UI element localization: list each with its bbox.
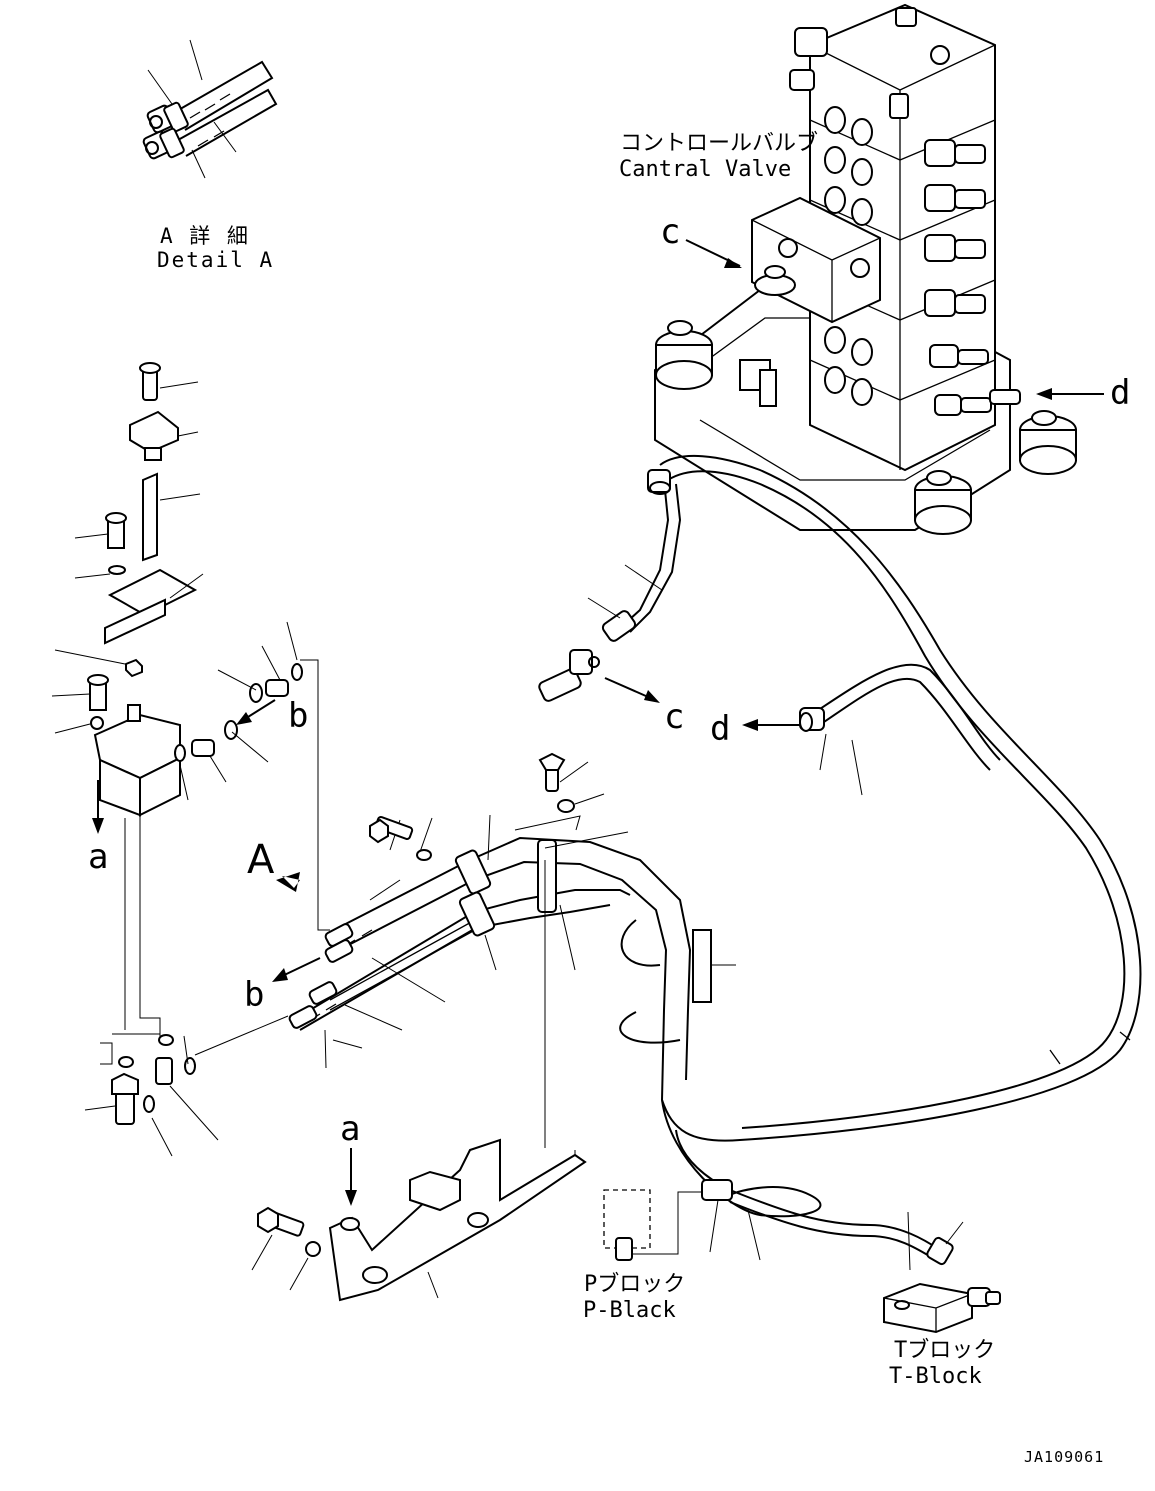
return-hoses xyxy=(619,455,1142,1261)
control-valve-label-en: Cantral Valve xyxy=(619,157,791,182)
ref-c-valve: c xyxy=(660,212,680,252)
detail-a-hose-ends xyxy=(142,39,278,179)
ref-b-upper: b xyxy=(288,696,308,736)
drawing-code: JA109061 xyxy=(1024,1448,1104,1466)
hose-bracket xyxy=(251,860,587,1302)
lower-left-fittings xyxy=(84,810,289,1157)
c-port-fitting xyxy=(538,649,660,703)
detail-a-label-en: Detail A xyxy=(157,248,274,272)
hose-bundle xyxy=(288,814,736,1101)
control-valve-assembly xyxy=(654,3,1077,535)
bundle-clamp-bolts xyxy=(369,752,605,861)
detail-a-label-jp: A 詳 細 xyxy=(160,224,250,248)
t-block-label-jp: Tブロック xyxy=(894,1338,995,1363)
view-a-label: A xyxy=(247,837,275,883)
ref-a-bracket: a xyxy=(340,1109,360,1149)
b-port-fittings xyxy=(174,621,330,931)
t-block xyxy=(883,1282,1001,1334)
p-block-label-jp: Pブロック xyxy=(584,1272,685,1297)
control-valve-label-jp: コントロールバルブ xyxy=(620,131,818,156)
p-block xyxy=(603,1189,702,1261)
ref-b-lower: b xyxy=(244,975,264,1015)
ref-d-valve: d xyxy=(1110,373,1130,413)
t-block-label-en: T-Block xyxy=(889,1364,982,1389)
hose-end-fittings xyxy=(587,469,964,1271)
p-block-label-en: P-Black xyxy=(583,1298,676,1323)
view-a-arrow xyxy=(276,872,300,892)
ref-d-hose: d xyxy=(710,709,730,749)
ref-c-hose: c xyxy=(664,697,684,737)
left-bracket-stack xyxy=(51,362,204,834)
ref-a-left: a xyxy=(88,837,108,877)
